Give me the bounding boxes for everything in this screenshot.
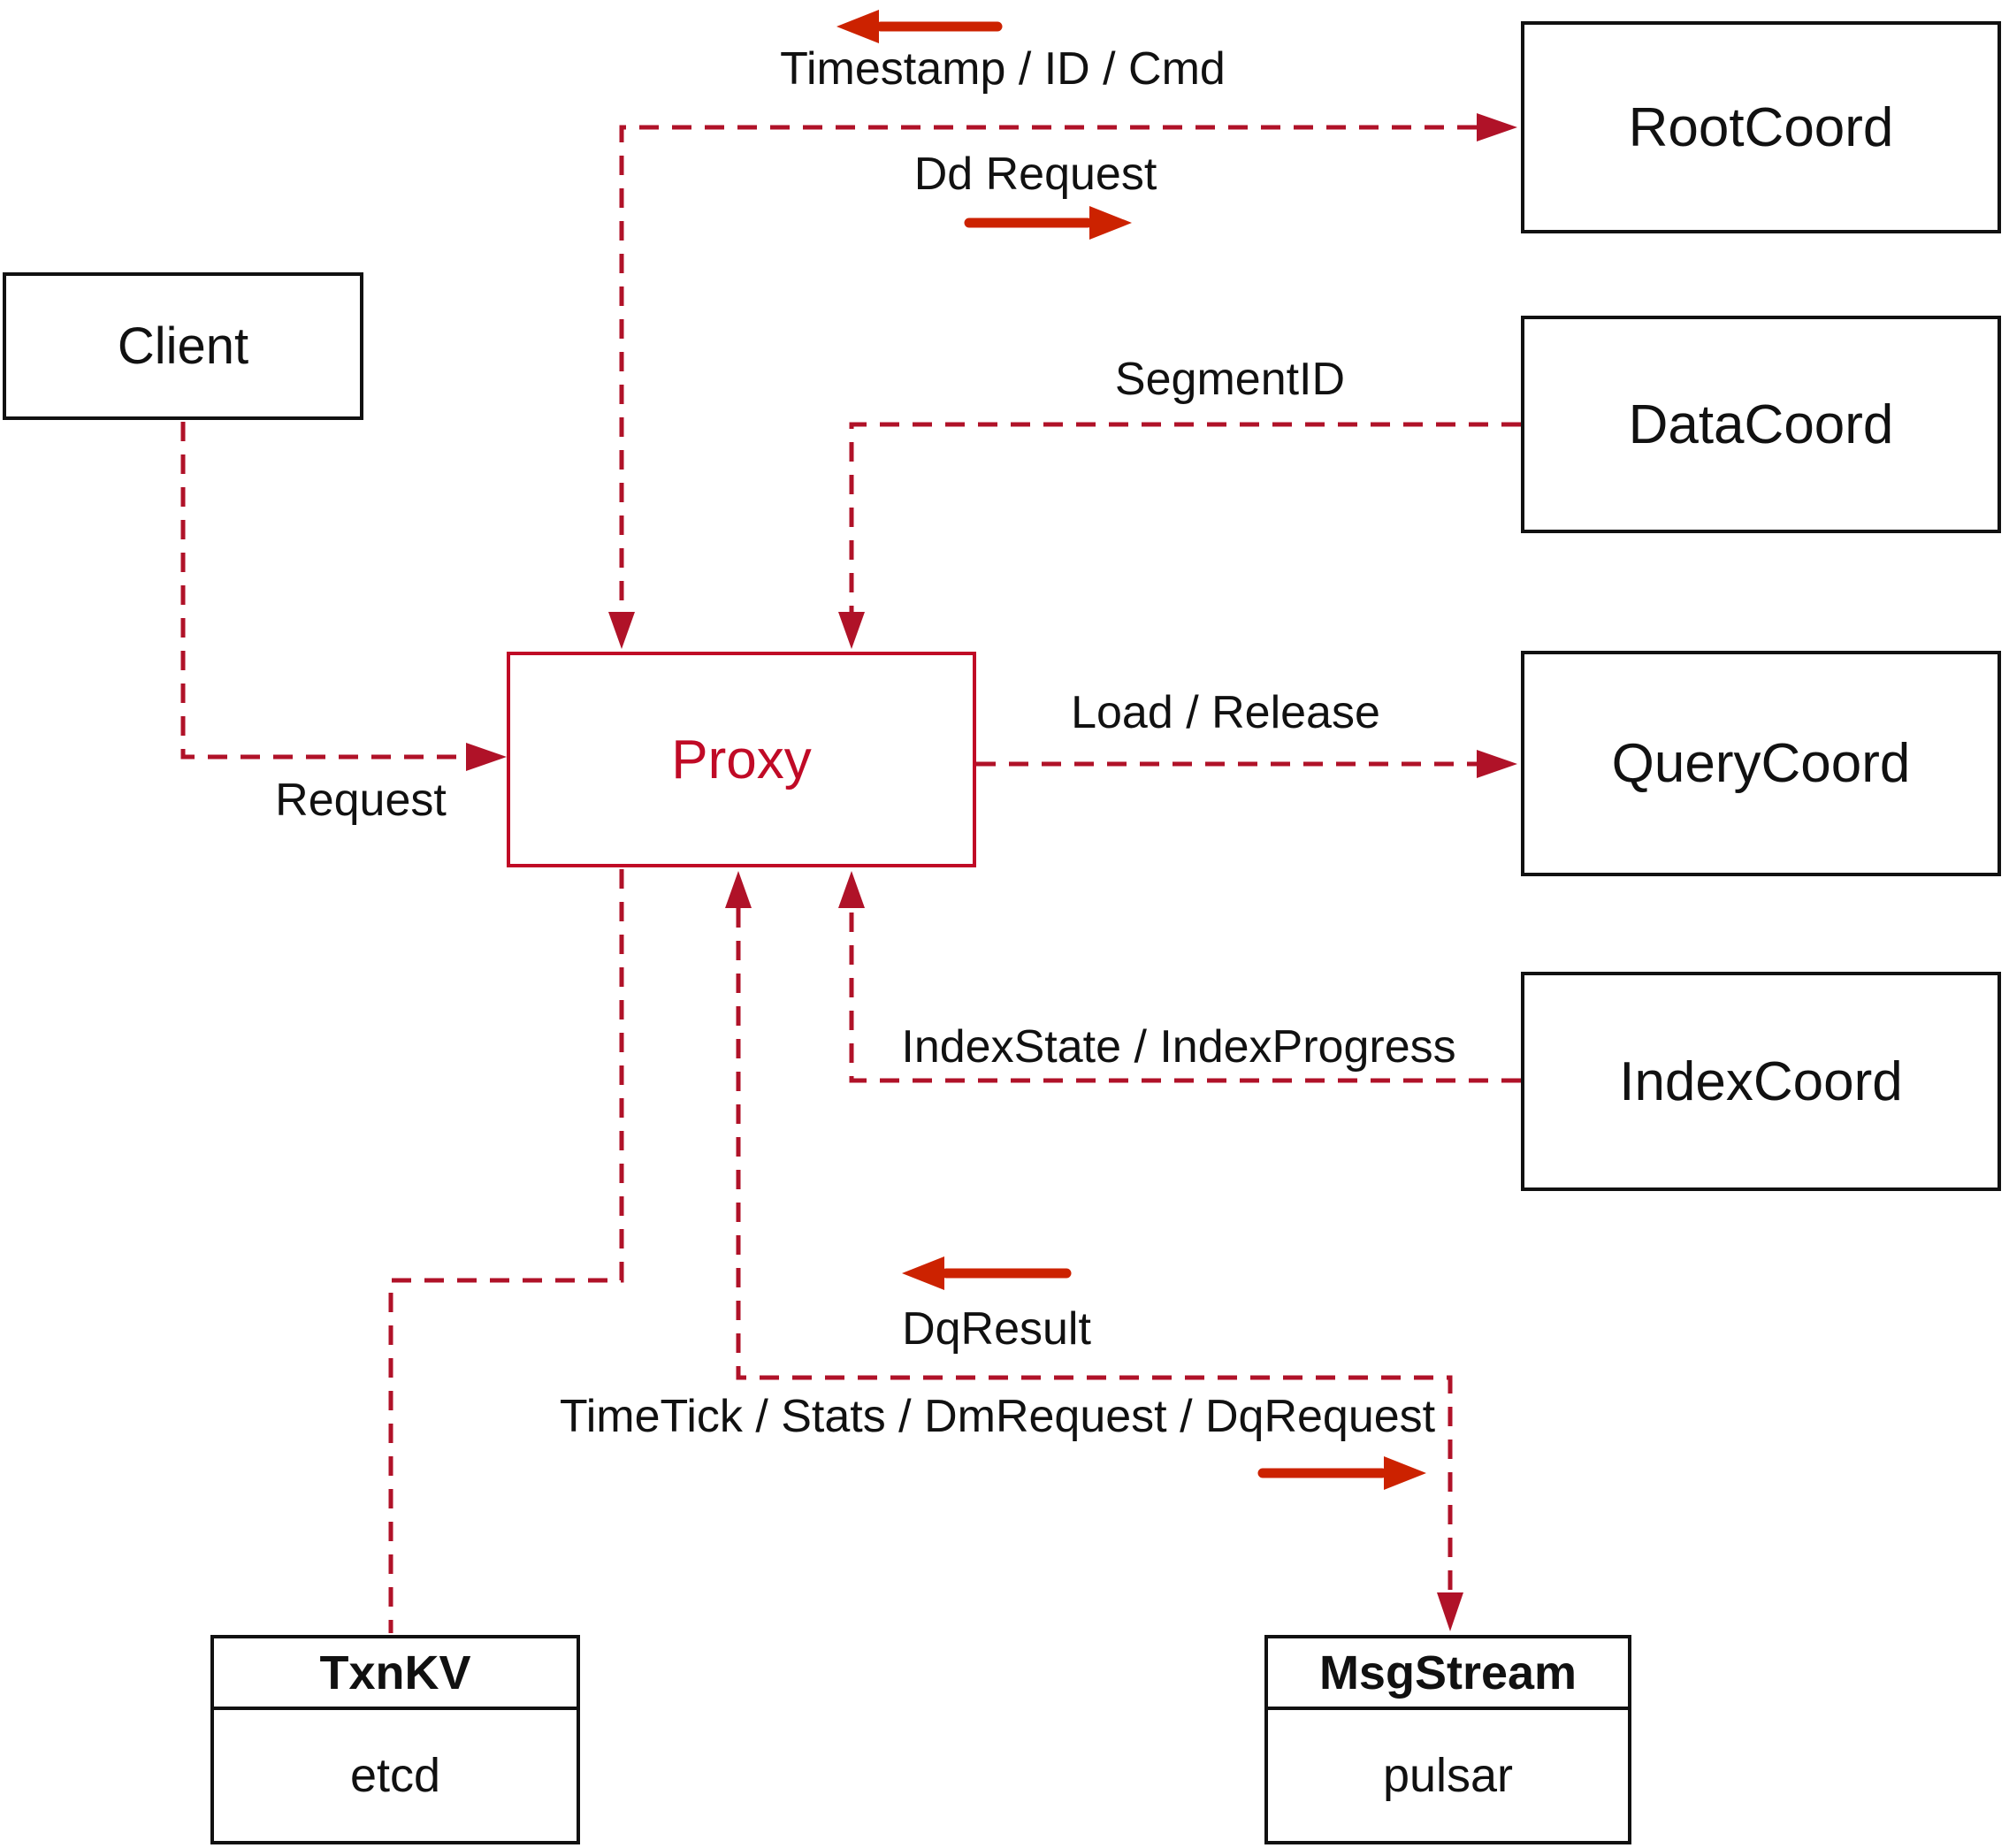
edge-label-index-state: IndexState / IndexProgress — [901, 1021, 1456, 1073]
node-rootcoord-label: RootCoord — [1628, 96, 1894, 158]
edge-indexcoord-proxy — [849, 908, 1521, 1083]
arrow-left-timestamp-icon — [836, 10, 1003, 43]
arrow-left-dq-result-icon — [902, 1256, 1072, 1290]
arrowhead-into-proxy-bottom-right — [838, 871, 865, 908]
edge-label-load-release: Load / Release — [1071, 687, 1380, 738]
node-indexcoord: IndexCoord — [1521, 972, 2001, 1191]
node-proxy: Proxy — [507, 652, 976, 867]
edge-label-segment-id: SegmentID — [1114, 354, 1346, 405]
node-indexcoord-label: IndexCoord — [1619, 1050, 1903, 1112]
node-txnkv-title: TxnKV — [214, 1638, 577, 1710]
arrowhead-into-proxy-left — [466, 743, 507, 771]
edge-label-dq-result: DqResult — [902, 1303, 1091, 1355]
arrow-right-timetick-icon — [1257, 1456, 1426, 1490]
edge-proxy-txnkv — [388, 869, 624, 1633]
arrow-right-dd-request-icon — [964, 206, 1132, 240]
edge-label-dd-request: Dd Request — [913, 149, 1157, 200]
node-client: Client — [3, 272, 363, 420]
node-proxy-label: Proxy — [671, 729, 812, 790]
node-msgstream-title: MsgStream — [1268, 1638, 1628, 1710]
arrowhead-into-proxy-bottom-left — [725, 871, 752, 908]
node-client-label: Client — [117, 317, 249, 375]
node-msgstream-subtitle: pulsar — [1382, 1749, 1514, 1802]
arrowhead-into-proxy-top-left — [608, 612, 635, 649]
edge-proxy-rootcoord — [619, 125, 1477, 612]
node-querycoord: QueryCoord — [1521, 651, 2001, 876]
node-txnkv: TxnKV etcd — [210, 1635, 580, 1844]
arrowhead-into-proxy-top-right — [838, 612, 865, 649]
node-querycoord-label: QueryCoord — [1611, 733, 1911, 794]
edge-proxy-msgstream — [736, 908, 1453, 1592]
edge-label-timestamp: Timestamp / ID / Cmd — [780, 43, 1226, 95]
arrowhead-into-rootcoord — [1477, 113, 1517, 141]
arrowhead-into-msgstream — [1437, 1592, 1463, 1631]
node-msgstream: MsgStream pulsar — [1264, 1635, 1631, 1844]
node-datacoord-label: DataCoord — [1628, 393, 1894, 455]
edge-datacoord-proxy — [849, 422, 1521, 612]
node-datacoord: DataCoord — [1521, 316, 2001, 533]
edge-client-proxy — [180, 422, 466, 760]
node-txnkv-subtitle: etcd — [349, 1749, 441, 1802]
arrowhead-into-querycoord — [1477, 750, 1517, 778]
node-rootcoord: RootCoord — [1521, 21, 2001, 233]
edge-label-request: Request — [275, 775, 447, 826]
edge-label-timetick: TimeTick / Stats / DmRequest / DqRequest — [559, 1391, 1436, 1442]
